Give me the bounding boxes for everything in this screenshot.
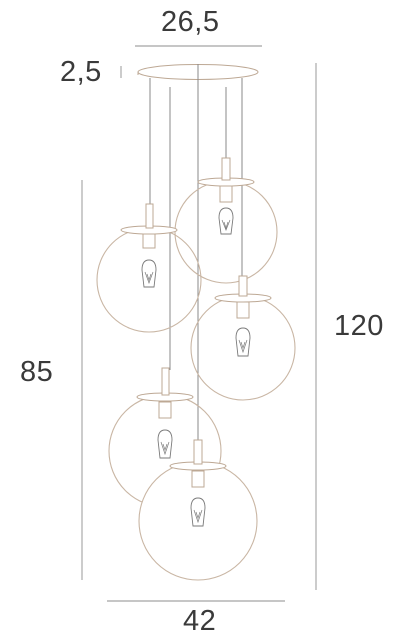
- total-height-label: 120: [334, 310, 384, 342]
- bottom-width-label: 42: [183, 605, 217, 637]
- pendant-globe-left: [96, 203, 202, 333]
- top-width-label: 26,5: [161, 6, 220, 38]
- globe-height-label: 85: [20, 356, 54, 388]
- pendant-globe-bottom: [138, 439, 258, 581]
- pendant-globe-upper-right: [174, 157, 278, 284]
- canopy-height-label: 2,5: [60, 56, 102, 88]
- pendant-globe-right: [190, 275, 296, 401]
